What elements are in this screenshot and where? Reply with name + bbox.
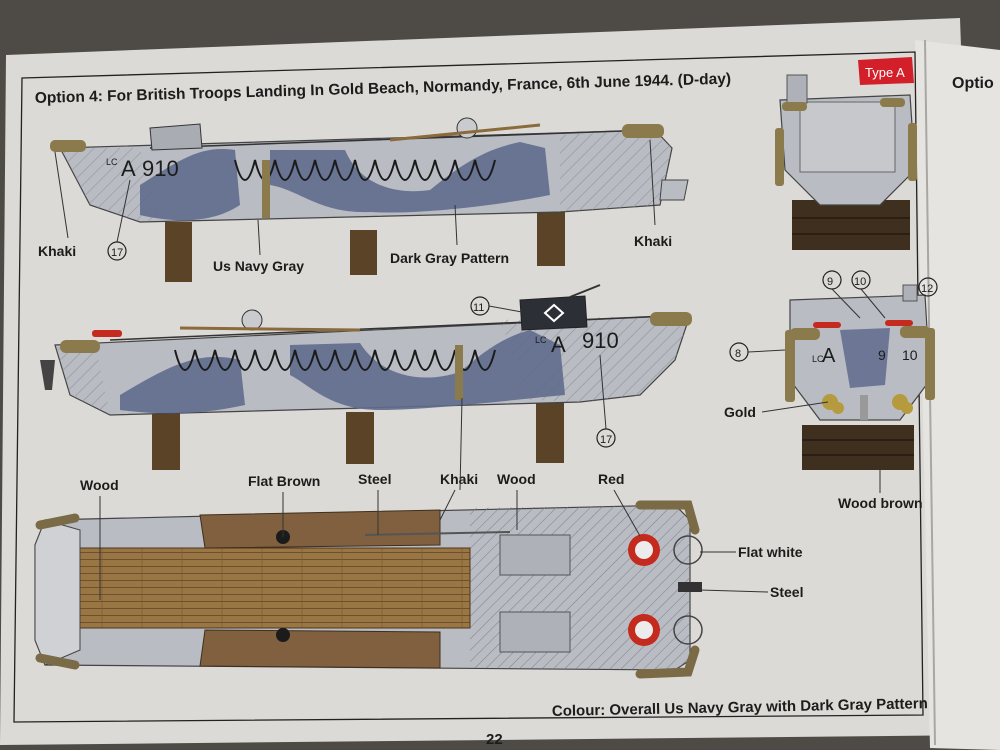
stand — [152, 405, 180, 470]
cabin — [149, 123, 203, 151]
stern-code-ten: 10 — [902, 347, 918, 363]
label-khaki-left: Khaki — [38, 243, 76, 259]
cabin — [519, 295, 588, 331]
stand — [165, 222, 192, 282]
label-khaki-right: Khaki — [634, 233, 672, 249]
label-dark-gray-pattern: Dark Gray Pattern — [390, 250, 509, 266]
wood-stand — [792, 200, 910, 250]
camo-patch — [120, 356, 245, 414]
stand — [346, 412, 374, 464]
callout-12 — [918, 277, 938, 297]
label-us-navy-gray: Us Navy Gray — [213, 258, 304, 274]
rope-loops — [234, 159, 496, 181]
fender-vertical — [455, 345, 463, 400]
camo-patch — [270, 142, 550, 213]
label-gold: Gold — [724, 404, 756, 420]
camo-patch — [290, 330, 565, 410]
svg-text:12: 12 — [921, 283, 933, 295]
svg-text:9: 9 — [827, 276, 833, 288]
wood-stand — [802, 425, 914, 470]
stern-code-prefix: LC — [812, 354, 824, 364]
fender — [650, 312, 692, 326]
side-view-top: LC A 910 — [50, 117, 689, 282]
stern-view: LC A 9 10 — [785, 284, 935, 470]
type-tag-label: Type A — [865, 65, 905, 80]
next-page — [915, 40, 1000, 750]
type-tag: Type A — [858, 57, 914, 85]
stand — [536, 395, 564, 463]
label-steel-right: Steel — [770, 584, 803, 600]
side-deck — [199, 509, 441, 549]
label-wood-right: Wood — [497, 471, 536, 487]
fender — [925, 328, 935, 400]
diamond-insignia — [543, 303, 565, 323]
label-wood-left: Wood — [80, 477, 119, 493]
stern-code-letter: A — [822, 345, 836, 367]
svg-text:8: 8 — [735, 348, 741, 360]
hull-code-letter: A — [551, 332, 566, 357]
rope-loops — [174, 349, 496, 371]
fender — [908, 123, 917, 181]
fender-vertical — [262, 160, 270, 218]
hull-code-number: 910 — [142, 156, 179, 181]
winch — [241, 309, 263, 331]
label-flat-white: Flat white — [738, 544, 803, 560]
page-number: 22 — [486, 731, 503, 748]
svg-text:17: 17 — [600, 434, 612, 446]
side-view-bottom: LC A 910 — [40, 284, 692, 470]
winch — [456, 117, 478, 139]
hull-code-number: 910 — [582, 328, 619, 353]
fender — [622, 124, 664, 138]
content-frame — [13, 51, 924, 723]
fender — [775, 128, 784, 186]
hull-code-prefix: LC — [535, 335, 547, 345]
stand — [350, 230, 377, 275]
label-khaki-top: Khaki — [440, 471, 478, 487]
fender — [60, 340, 100, 353]
stand — [537, 210, 565, 266]
camo-patch — [140, 149, 240, 221]
bow-view — [775, 74, 917, 250]
hull-code-letter: A — [121, 156, 136, 181]
label-wood-brown: Wood brown — [838, 495, 923, 511]
next-page-title-stub: Optio — [952, 75, 994, 92]
svg-text:17: 17 — [111, 247, 123, 259]
hull-code-prefix: LC — [106, 157, 118, 167]
svg-text:10: 10 — [854, 276, 866, 288]
wood-floor — [79, 547, 471, 629]
label-flat-brown: Flat Brown — [248, 473, 320, 489]
svg-text:11: 11 — [473, 302, 484, 314]
side-deck — [199, 629, 441, 669]
fender — [50, 140, 86, 152]
label-red: Red — [598, 471, 624, 487]
red-float — [92, 330, 122, 337]
label-steel-top: Steel — [358, 471, 391, 487]
fender — [785, 330, 795, 402]
stern-code-nine: 9 — [878, 347, 886, 363]
top-down-view — [34, 500, 703, 679]
